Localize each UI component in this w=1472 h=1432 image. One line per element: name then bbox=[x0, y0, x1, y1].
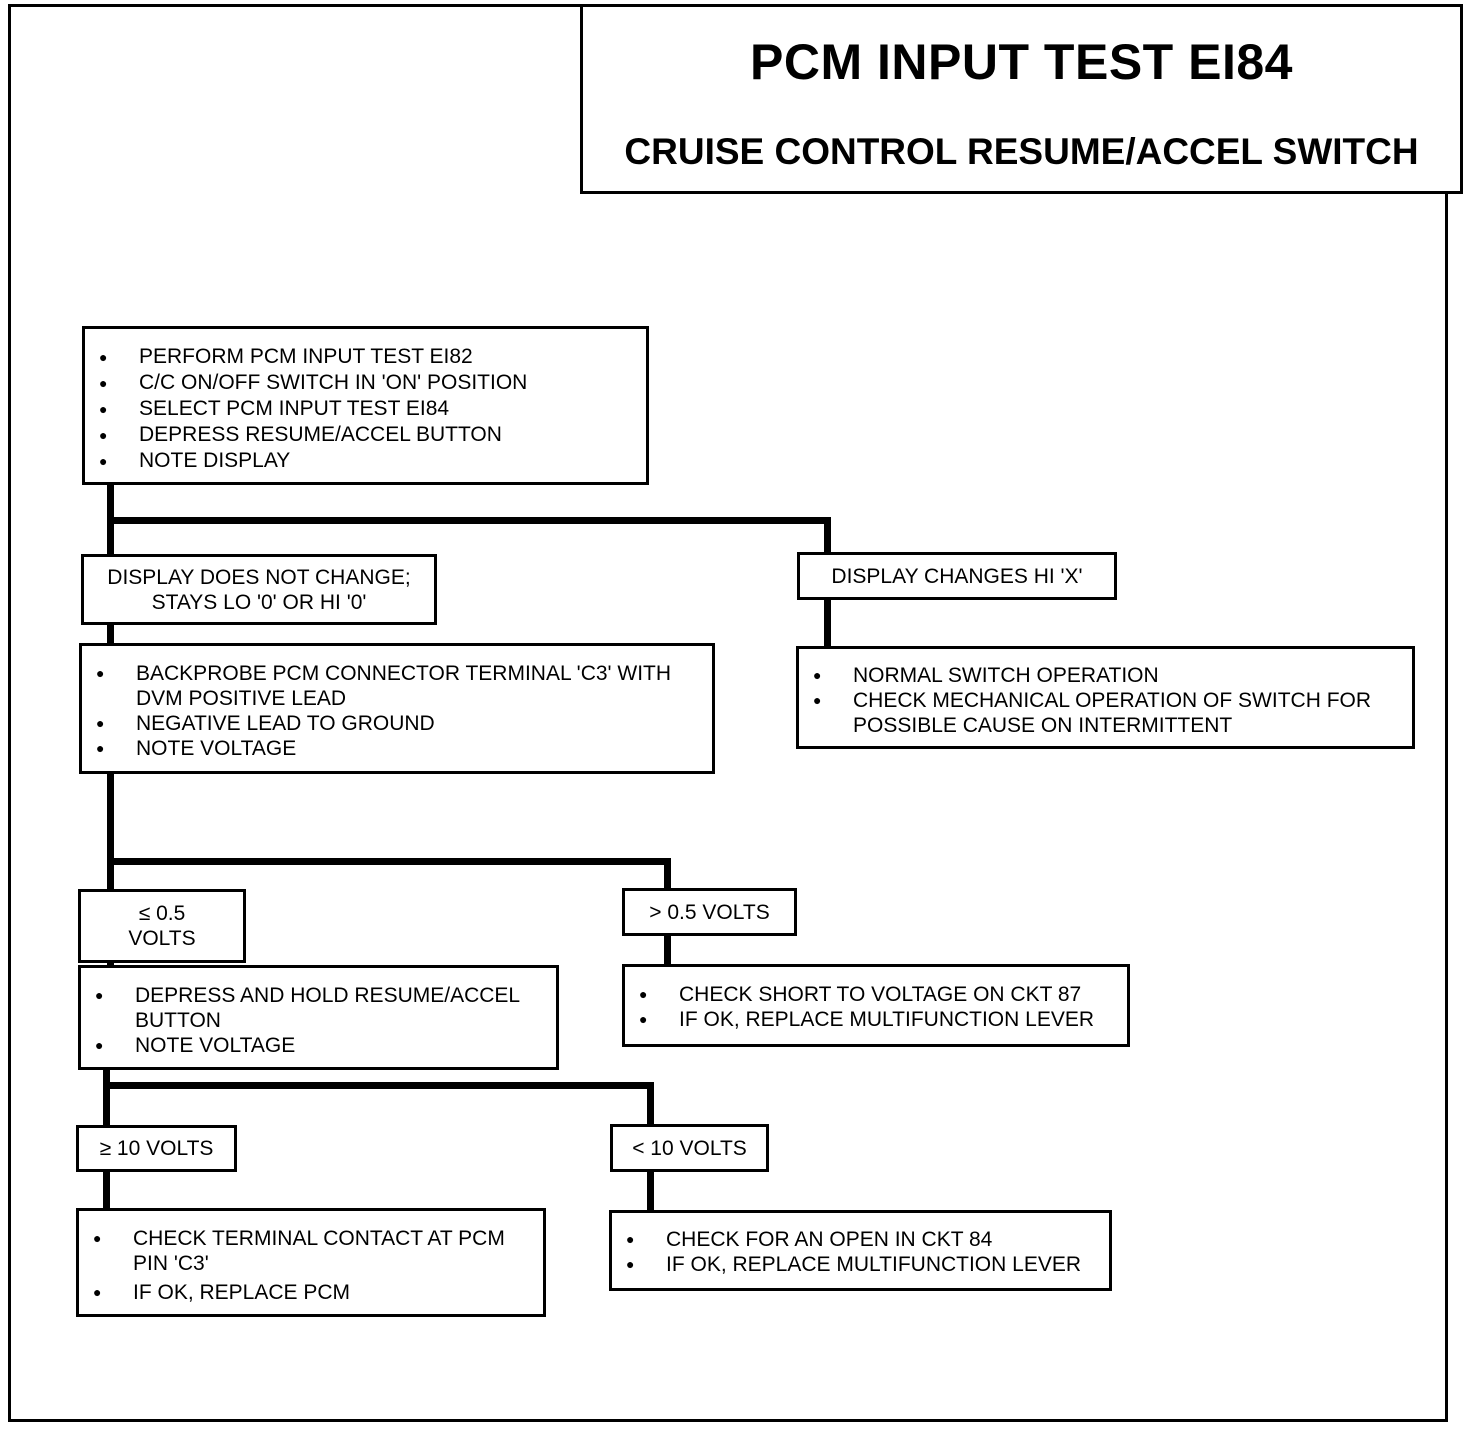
start-step-box: PERFORM PCM INPUT TEST EI82 C/C ON/OFF S… bbox=[82, 326, 649, 485]
connector-line bbox=[103, 1067, 110, 1128]
terminal-check-box: CHECK TERMINAL CONTACT AT PCM PIN 'C3' I… bbox=[76, 1208, 546, 1317]
connector-line bbox=[824, 598, 831, 648]
connector-line bbox=[107, 771, 114, 892]
display-no-change-label: DISPLAY DOES NOT CHANGE; bbox=[107, 565, 411, 589]
connector-line bbox=[107, 517, 831, 524]
display-no-change-label-line2: STAYS LO '0' OR HI '0' bbox=[151, 590, 367, 614]
list-item: NEGATIVE LEAD TO GROUND bbox=[82, 711, 700, 736]
connector-line bbox=[664, 858, 671, 892]
high-voltage-label-box: > 0.5 VOLTS bbox=[622, 888, 797, 936]
list-item: CHECK TERMINAL CONTACT AT PCM PIN 'C3' bbox=[79, 1226, 529, 1276]
page-title: PCM INPUT TEST EI84 bbox=[750, 34, 1293, 90]
ge-ten-volts-label: ≥ 10 VOLTS bbox=[99, 1137, 214, 1160]
list-item: SELECT PCM INPUT TEST EI84 bbox=[85, 396, 646, 422]
list-item: CHECK MECHANICAL OPERATION OF SWITCH FOR… bbox=[799, 688, 1398, 738]
display-changes-box: DISPLAY CHANGES HI 'X' bbox=[797, 552, 1117, 600]
list-item: DEPRESS AND HOLD RESUME/ACCEL BUTTON bbox=[81, 983, 544, 1033]
connector-line bbox=[103, 1082, 654, 1089]
list-item: IF OK, REPLACE MULTIFUNCTION LEVER bbox=[625, 1007, 1127, 1032]
list-item: CHECK SHORT TO VOLTAGE ON CKT 87 bbox=[625, 982, 1127, 1007]
connector-line bbox=[647, 1082, 654, 1128]
connector-line bbox=[664, 933, 671, 968]
connector-line bbox=[107, 858, 671, 865]
list-item: IF OK, REPLACE PCM bbox=[79, 1280, 529, 1305]
list-item: DEPRESS RESUME/ACCEL BUTTON bbox=[85, 422, 646, 448]
short-check-box: CHECK SHORT TO VOLTAGE ON CKT 87 IF OK, … bbox=[622, 964, 1130, 1047]
connector-line bbox=[824, 517, 831, 555]
list-item: BACKPROBE PCM CONNECTOR TERMINAL 'C3' WI… bbox=[82, 661, 700, 711]
list-item: CHECK FOR AN OPEN IN CKT 84 bbox=[612, 1227, 1109, 1252]
lt-ten-volts-label: < 10 VOLTS bbox=[632, 1136, 747, 1160]
backprobe-step-box: BACKPROBE PCM CONNECTOR TERMINAL 'C3' WI… bbox=[79, 643, 715, 774]
high-voltage-label: > 0.5 VOLTS bbox=[649, 900, 770, 924]
page-subtitle: CRUISE CONTROL RESUME/ACCEL SWITCH bbox=[624, 131, 1419, 172]
lt-ten-volts-box: < 10 VOLTS bbox=[610, 1124, 769, 1172]
low-voltage-label-unit: VOLTS bbox=[128, 927, 196, 950]
display-no-change-box: DISPLAY DOES NOT CHANGE; STAYS LO '0' OR… bbox=[81, 554, 437, 625]
list-item: C/C ON/OFF SWITCH IN 'ON' POSITION bbox=[85, 370, 646, 396]
list-item: PERFORM PCM INPUT TEST EI82 bbox=[85, 344, 646, 370]
depress-hold-step-box: DEPRESS AND HOLD RESUME/ACCEL BUTTON NOT… bbox=[78, 965, 559, 1070]
list-item: NOTE DISPLAY bbox=[85, 448, 646, 474]
normal-operation-box: NORMAL SWITCH OPERATION CHECK MECHANICAL… bbox=[796, 646, 1415, 749]
ge-ten-volts-box: ≥ 10 VOLTS bbox=[76, 1125, 237, 1172]
title-box: PCM INPUT TEST EI84 CRUISE CONTROL RESUM… bbox=[580, 4, 1463, 194]
list-item: IF OK, REPLACE MULTIFUNCTION LEVER bbox=[612, 1252, 1109, 1277]
connector-line bbox=[107, 622, 114, 646]
connector-line bbox=[107, 960, 114, 968]
list-item: NORMAL SWITCH OPERATION bbox=[799, 663, 1398, 688]
low-voltage-label: ≤ 0.5 bbox=[138, 902, 186, 925]
list-item: NOTE VOLTAGE bbox=[81, 1033, 544, 1058]
low-voltage-label-box: ≤ 0.5 VOLTS bbox=[78, 889, 246, 963]
display-changes-label: DISPLAY CHANGES HI 'X' bbox=[831, 564, 1083, 588]
list-item: NOTE VOLTAGE bbox=[82, 736, 700, 761]
connector-line bbox=[647, 1168, 654, 1213]
open-check-box: CHECK FOR AN OPEN IN CKT 84 IF OK, REPLA… bbox=[609, 1210, 1112, 1291]
connector-line bbox=[103, 1168, 110, 1211]
